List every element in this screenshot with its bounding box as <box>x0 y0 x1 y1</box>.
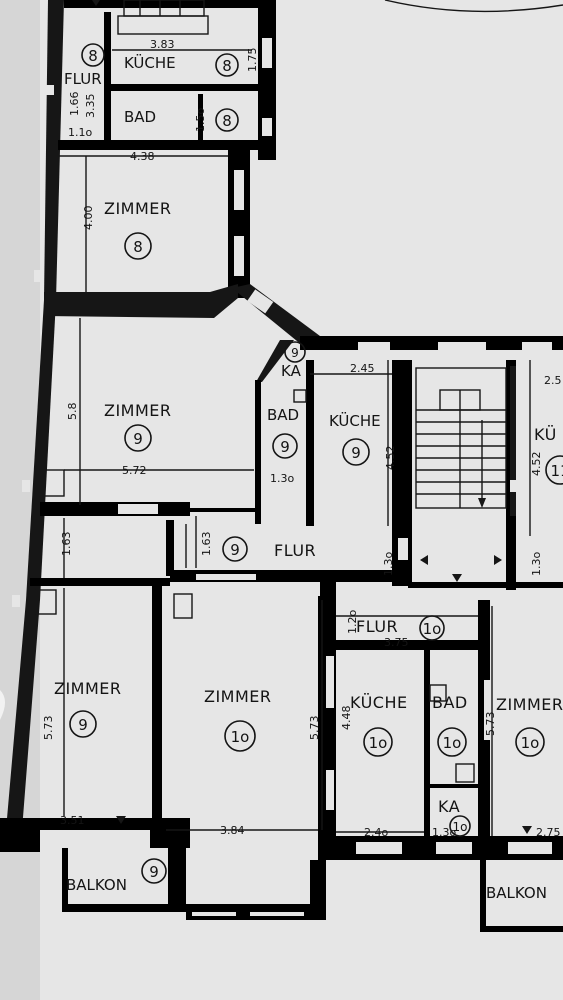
room-name-kueche10: KÜCHE <box>350 693 408 712</box>
room-name-zimmer10a: ZIMMER <box>204 687 272 706</box>
room-num-flur8: 8 <box>88 47 98 65</box>
dim-130a: 1.3o <box>270 472 294 485</box>
room-name-bad8: BAD <box>124 108 156 126</box>
dim-150: 1.5o <box>194 108 207 132</box>
circle-flur8 <box>81 43 105 67</box>
room-name-ka10: KA <box>438 797 460 816</box>
circle-balkon9 <box>141 858 167 884</box>
room-name-flur10: FLUR <box>356 617 398 636</box>
circle-kueche9 <box>342 438 370 466</box>
dim-335: 3.35 <box>84 94 97 119</box>
room-num-kueche10: 1o <box>369 734 388 752</box>
circle-ka9 <box>284 341 306 363</box>
circle-bad8 <box>215 108 239 132</box>
room-name-zimmer9a: ZIMMER <box>104 401 172 420</box>
room-name-balkon-right: BALKON <box>486 884 547 902</box>
room-num-bad9: 9 <box>280 438 290 456</box>
dim-438: 4.38 <box>130 150 155 163</box>
circle-kueche11 <box>545 455 563 485</box>
dim-383: 3.83 <box>150 38 175 51</box>
dim-448: 4.48 <box>340 706 353 731</box>
room-num-flur10: 1o <box>423 620 442 638</box>
circle-zimmer9b <box>69 710 97 738</box>
room-num-zimmer9b: 9 <box>78 716 88 734</box>
dim-572: 5.72 <box>122 464 147 477</box>
staircase <box>415 367 507 582</box>
room-num-kueche11: 11 <box>550 462 563 480</box>
room-name-ka9: KA <box>281 362 302 380</box>
dim-130b: 1.3o <box>382 552 395 576</box>
room-num-zimmer9a: 9 <box>133 430 143 448</box>
circle-bad10 <box>437 727 467 757</box>
room-num-kueche8: 8 <box>222 57 232 75</box>
room-num-zimmer10a: 1o <box>231 728 250 746</box>
dim-110: 1.1o <box>68 126 92 139</box>
circle-ka10 <box>449 815 471 837</box>
dim-452: 4.52 <box>384 446 397 471</box>
room-num-flur9: 9 <box>230 541 240 559</box>
dim-163b: 1.63 <box>200 532 213 557</box>
circle-bad9 <box>272 433 298 459</box>
dim-351: 3.51 <box>60 814 85 827</box>
top-right-sketch-line <box>384 0 563 13</box>
dim-375: 3.75 <box>384 636 409 649</box>
circle-zimmer9a <box>124 424 152 452</box>
room-num-zimmer10b: 1o <box>521 734 540 752</box>
circle-kueche10 <box>363 727 393 757</box>
room-num-zimmer8: 8 <box>133 238 143 256</box>
dim-275: 2.75 <box>536 826 561 839</box>
dim-400: 4.00 <box>82 206 95 231</box>
room-num-balkon9: 9 <box>149 863 159 881</box>
room-num-kueche9: 9 <box>351 444 361 462</box>
room-name-zimmer10b: ZIMMER <box>496 695 563 714</box>
dim-175: 1.75 <box>246 48 259 73</box>
dim-163a: 1.63 <box>60 532 73 557</box>
dim-573a: 5.73 <box>42 716 55 741</box>
room-name-bad10: BAD <box>432 693 468 712</box>
room-num-ka10: 1o <box>453 820 468 834</box>
room-labels: KÜCHE 8 FLUR 8 BAD 8 ZIMMER 8 ZIMMER 9 K… <box>54 47 563 902</box>
walls <box>0 0 563 932</box>
room-name-flur9: FLUR <box>274 541 316 560</box>
dimension-lines <box>58 49 531 836</box>
dim-573b: 5.73 <box>308 716 321 741</box>
dim-120: 1.2o <box>346 610 359 634</box>
dim-245: 2.45 <box>350 362 375 375</box>
dim-166: 1.66 <box>68 92 81 117</box>
room-name-balkon9: BALKON <box>66 876 127 894</box>
room-num-bad8: 8 <box>222 112 232 130</box>
room-num-bad10: 1o <box>443 734 462 752</box>
dim-25r: 2.5 <box>544 374 562 387</box>
room-number-circles <box>69 43 563 884</box>
room-name-zimmer8: ZIMMER <box>104 199 172 218</box>
room-name-zimmer9b: ZIMMER <box>54 679 122 698</box>
dimension-labels: 3.83 1.75 1.66 3.35 1.1o 1.5o 4.38 4.00 … <box>42 38 562 839</box>
room-name-kueche11: KÜ <box>534 425 557 444</box>
room-name-bad9: BAD <box>267 406 299 424</box>
circle-flur9 <box>222 536 248 562</box>
dim-130c: 1.3o <box>432 826 456 839</box>
dim-452r: 4.52 <box>530 452 543 477</box>
circle-zimmer8 <box>124 232 152 260</box>
room-name-flur8: FLUR <box>64 70 102 88</box>
room-name-kueche8: KÜCHE <box>124 53 176 72</box>
fixtures <box>0 0 532 834</box>
room-num-ka9: 9 <box>291 346 299 360</box>
dim-573c: 5.73 <box>484 712 497 737</box>
room-name-kueche9: KÜCHE <box>329 411 381 430</box>
circle-zimmer10b <box>515 727 545 757</box>
dim-240: 2.4o <box>364 826 388 839</box>
circle-zimmer10a <box>224 720 256 752</box>
dim-384: 3.84 <box>220 824 245 837</box>
circle-kueche8 <box>215 53 239 77</box>
dim-130r: 1.3o <box>530 552 543 576</box>
dim-580: 5.8 <box>66 403 79 421</box>
